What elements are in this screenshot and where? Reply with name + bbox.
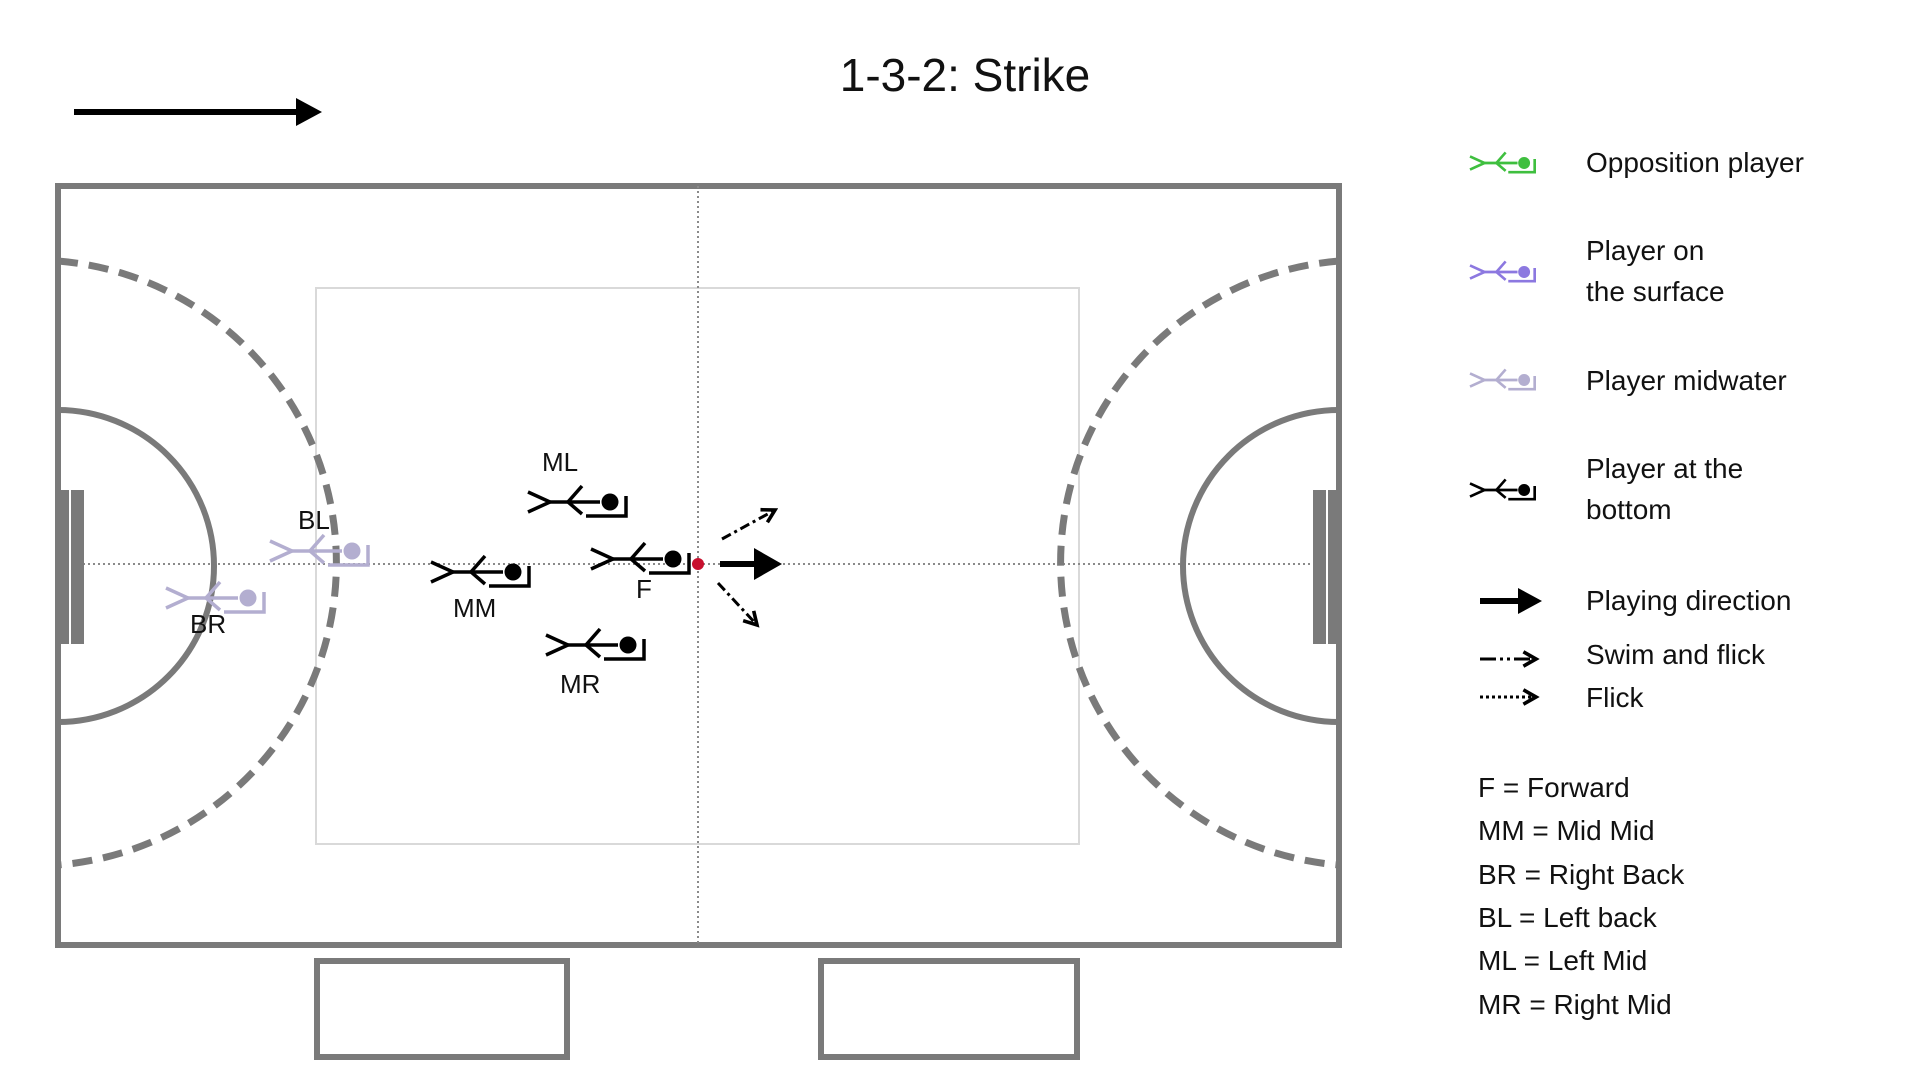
bottom-player-icon (527, 484, 628, 518)
legend-item-midwater: Player midwater (1469, 365, 1787, 396)
legend-label: Player on (1586, 235, 1704, 266)
midwater-player-icon (269, 533, 370, 567)
legend-item-direction: Playing direction (1480, 585, 1791, 616)
legend-label: Swim and flick (1586, 639, 1766, 670)
player-ml: ML (527, 447, 628, 518)
player-mm: MM (430, 554, 531, 623)
right-dashed-arc (1057, 257, 1340, 869)
left-bench-box (314, 958, 570, 1060)
legend: Opposition player Player on the surface … (1469, 147, 1804, 713)
position-key: F = Forward MM = Mid Mid BR = Right Back… (1478, 772, 1685, 1020)
midwater-player-icon (165, 580, 266, 614)
pool-court (55, 183, 1342, 1060)
right-bench-box (818, 958, 1080, 1060)
right-goal-area-arc (1180, 407, 1340, 725)
top-direction-arrow-icon (74, 98, 322, 126)
legend-label: bottom (1586, 494, 1672, 525)
surface-player-icon (1469, 260, 1537, 283)
puck (692, 558, 704, 570)
key-line: MM = Mid Mid (1478, 815, 1655, 846)
player-label: BL (298, 505, 330, 535)
opposition-player-icon (1469, 151, 1537, 174)
players-layer: BR BL MM ML (165, 447, 691, 699)
bottom-player-icon (545, 627, 646, 661)
legend-label: the surface (1586, 276, 1725, 307)
legend-label: Playing direction (1586, 585, 1791, 616)
player-label: MR (560, 669, 600, 699)
key-line: ML = Left Mid (1478, 945, 1647, 976)
play-direction-arrow-icon (720, 548, 782, 580)
legend-item-opposition: Opposition player (1469, 147, 1804, 178)
legend-label: Flick (1586, 682, 1645, 713)
player-mr: MR (545, 627, 646, 699)
player-label: BR (190, 609, 226, 639)
bottom-player-icon (590, 541, 691, 575)
left-dashed-arc (57, 257, 340, 869)
legend-label: Player midwater (1586, 365, 1787, 396)
left-goal-area-arc (57, 407, 217, 725)
key-line: BL = Left back (1478, 902, 1658, 933)
key-line: BR = Right Back (1478, 859, 1685, 890)
player-f: F (590, 541, 691, 604)
diagram-title: 1-3-2: Strike (840, 49, 1091, 101)
legend-label: Opposition player (1586, 147, 1804, 178)
player-label: MM (453, 593, 496, 623)
player-bl: BL (269, 505, 370, 567)
legend-item-surface: Player on the surface (1469, 235, 1725, 307)
bottom-player-icon (1469, 478, 1537, 501)
bottom-player-icon (430, 554, 531, 588)
legend-item-swim-and-flick: Swim and flick (1480, 639, 1766, 670)
key-line: F = Forward (1478, 772, 1630, 803)
legend-item-flick: Flick (1480, 682, 1645, 713)
player-label: F (636, 574, 652, 604)
player-br: BR (165, 580, 266, 639)
swim-and-flick-arrow-icon (716, 507, 779, 628)
key-line: MR = Right Mid (1478, 989, 1672, 1020)
legend-item-bottom: Player at the bottom (1469, 453, 1743, 525)
playing-direction-arrow-icon (1480, 588, 1542, 614)
player-label: ML (542, 447, 578, 477)
legend-label: Player at the (1586, 453, 1743, 484)
midwater-player-icon (1469, 368, 1537, 391)
